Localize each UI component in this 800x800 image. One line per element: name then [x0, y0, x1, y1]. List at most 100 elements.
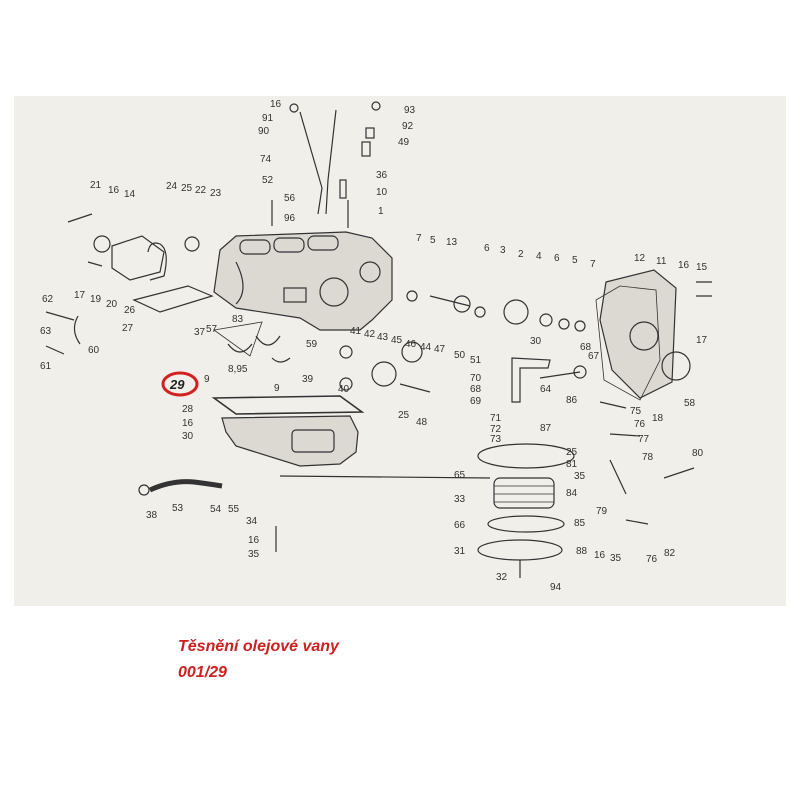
callout-86: 86	[566, 395, 578, 406]
callout-53: 53	[172, 503, 184, 514]
callout-2: 2	[518, 249, 524, 260]
callout-92: 92	[402, 121, 414, 132]
callout-91: 91	[262, 113, 274, 124]
exploded-parts-diagram: 29 93 92 49 16 91 90 74 52 36 56 10 96 1…	[40, 99, 712, 593]
callout-5: 5	[430, 235, 436, 246]
callout-28: 28	[182, 404, 194, 415]
callout-16: 16	[182, 418, 194, 429]
callout-labels: 93 92 49 16 91 90 74 52 36 56 10 96 1 21…	[40, 99, 708, 593]
timing-gear	[503, 299, 529, 325]
callout-31: 31	[454, 546, 466, 557]
cover-gasket	[132, 285, 214, 313]
callout-43: 43	[377, 332, 389, 343]
callout-77: 77	[638, 434, 650, 445]
callout-81: 81	[566, 459, 578, 470]
oil-hose	[148, 479, 223, 493]
callout-23: 23	[210, 188, 222, 199]
callout-59: 59	[306, 339, 318, 350]
callout-40: 40	[338, 384, 350, 395]
callout-73: 73	[490, 434, 502, 445]
callout-30: 30	[530, 336, 542, 347]
callout-17: 17	[74, 290, 86, 301]
callout-94: 94	[550, 582, 562, 593]
callout-39: 39	[302, 374, 314, 385]
callout-35: 35	[574, 471, 586, 482]
callout-49: 49	[398, 137, 410, 148]
callout-7: 7	[416, 233, 422, 244]
callout-33: 33	[454, 494, 466, 505]
callout-47: 47	[434, 344, 446, 355]
callout-8-95: 8,95	[228, 364, 248, 375]
oil-pan-gasket	[211, 395, 365, 415]
callout-14: 14	[124, 189, 136, 200]
callout-5: 5	[572, 255, 578, 266]
callout-6: 6	[554, 253, 560, 264]
callout-25: 25	[566, 447, 578, 458]
callout-68: 68	[470, 384, 482, 395]
callout-21: 21	[90, 180, 102, 191]
callout-25: 25	[181, 183, 193, 194]
callout-4: 4	[536, 251, 542, 262]
callout-80: 80	[692, 448, 704, 459]
callout-78: 78	[642, 452, 654, 463]
callout-19: 19	[90, 294, 102, 305]
callout-11: 11	[656, 256, 667, 267]
callout-16: 16	[108, 185, 120, 196]
callout-50: 50	[454, 350, 466, 361]
callout-65: 65	[454, 470, 466, 481]
part-name-caption: Těsnění olejové vany	[178, 638, 339, 655]
callout-96: 96	[284, 213, 296, 224]
callout-41: 41	[350, 326, 362, 337]
callout-27: 27	[122, 323, 134, 334]
callout-74: 74	[260, 154, 272, 165]
callout-72: 72	[490, 424, 502, 435]
callout-46: 46	[405, 339, 417, 350]
callout-9: 9	[274, 383, 280, 394]
callout-68: 68	[580, 342, 592, 353]
callout-90: 90	[258, 126, 270, 137]
diagram-sheet: 29 93 92 49 16 91 90 74 52 36 56 10 96 1…	[14, 96, 786, 606]
callout-88: 88	[576, 546, 588, 557]
callout-45: 45	[391, 335, 403, 346]
callout-82: 82	[664, 548, 676, 559]
callout-83: 83	[232, 314, 244, 325]
callout-1: 1	[378, 206, 384, 217]
callout-37: 37	[194, 327, 206, 338]
callout-3: 3	[500, 245, 506, 256]
callout-24: 24	[166, 181, 178, 192]
callout-63: 63	[40, 326, 52, 337]
callout-16: 16	[594, 550, 606, 561]
callout-52: 52	[262, 175, 274, 186]
callout-44: 44	[420, 342, 432, 353]
crankshaft-seal	[661, 351, 691, 381]
part-code-caption: 001/29	[178, 664, 227, 681]
callout-51: 51	[470, 355, 482, 366]
callout-66: 66	[454, 520, 466, 531]
callout-16: 16	[678, 260, 690, 271]
callout-16: 16	[248, 535, 260, 546]
callout-67: 67	[588, 351, 600, 362]
callout-30: 30	[182, 431, 194, 442]
callout-10: 10	[376, 187, 388, 198]
callout-15: 15	[696, 262, 708, 273]
timing-cover	[599, 269, 677, 399]
callout-58: 58	[684, 398, 696, 409]
callout-12: 12	[634, 253, 646, 264]
filter-cover	[477, 443, 575, 469]
highlight-label: 29	[169, 377, 185, 392]
callout-38: 38	[146, 510, 158, 521]
filter-element	[493, 477, 555, 509]
callout-9: 9	[204, 374, 210, 385]
highlight-marker: 29	[161, 371, 199, 397]
callout-56: 56	[284, 193, 296, 204]
callout-20: 20	[106, 299, 118, 310]
callout-62: 62	[42, 294, 54, 305]
callout-13: 13	[446, 237, 458, 248]
callout-85: 85	[574, 518, 586, 529]
callout-76: 76	[634, 419, 646, 430]
callout-55: 55	[228, 504, 240, 515]
callout-79: 79	[596, 506, 608, 517]
callout-16: 16	[270, 99, 282, 110]
callout-25: 25	[398, 410, 410, 421]
callout-64: 64	[540, 384, 552, 395]
